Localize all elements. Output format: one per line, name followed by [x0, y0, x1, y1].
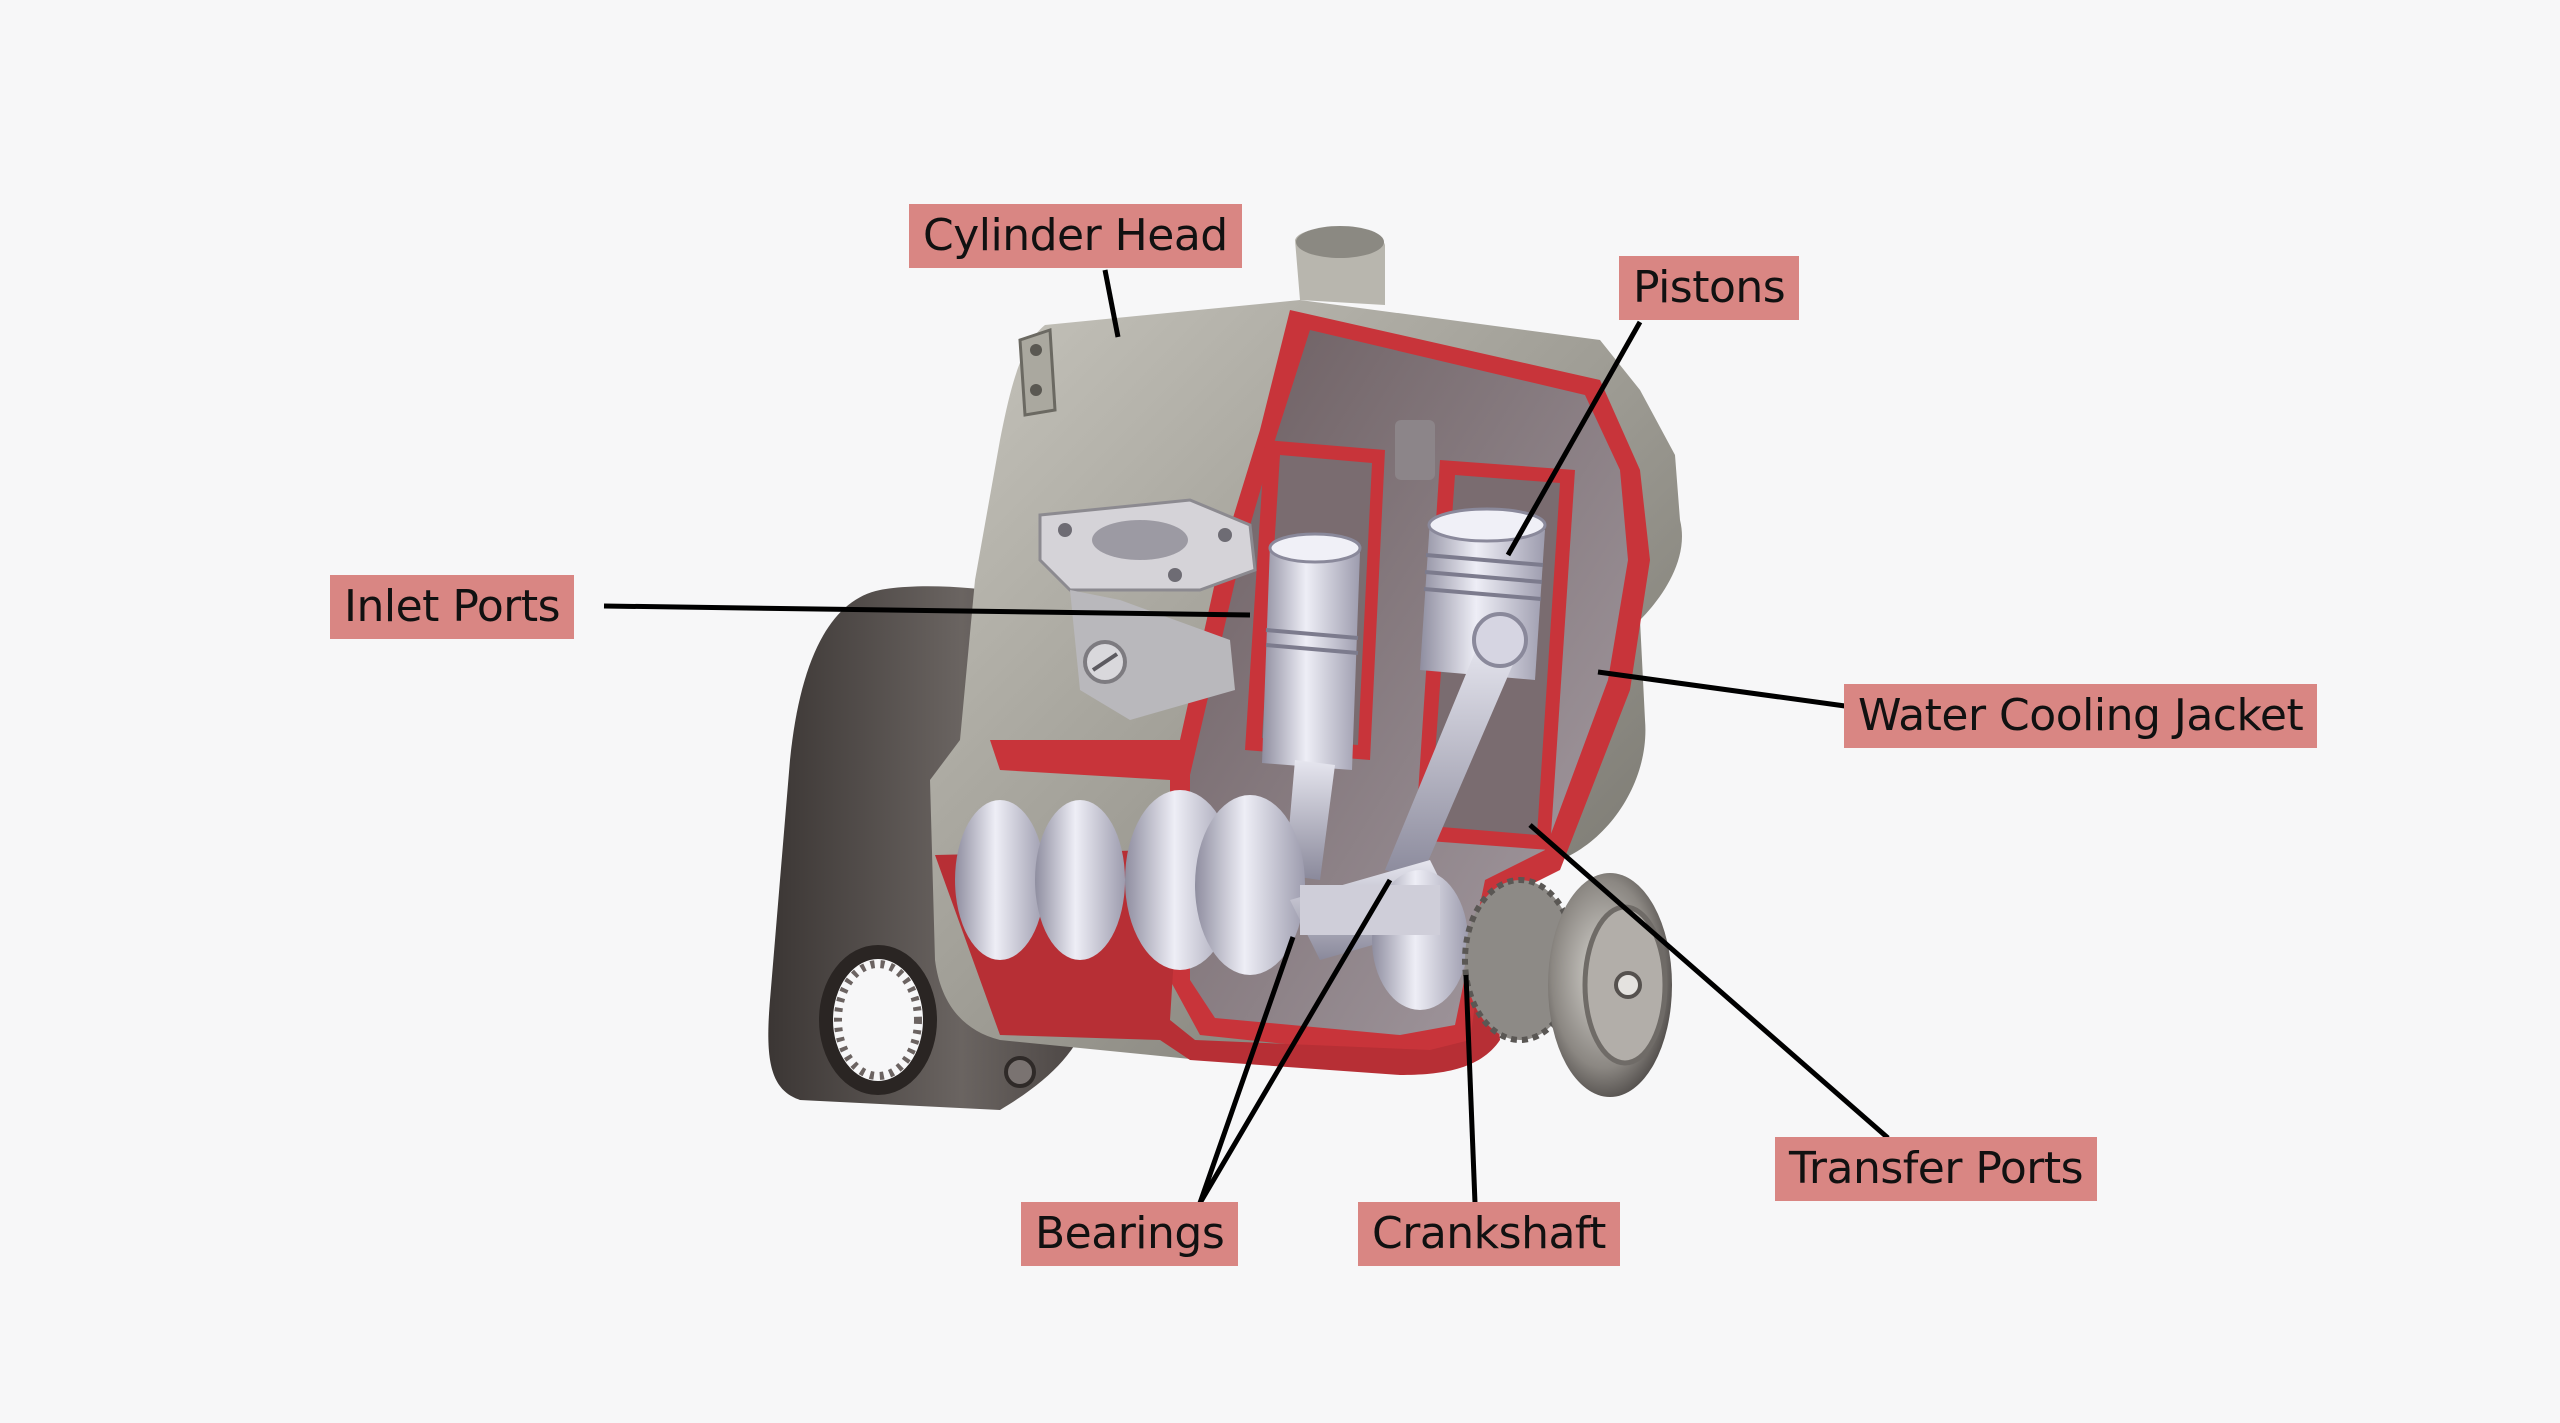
- leader-bearings-a: [1197, 936, 1296, 1204]
- label-water-cooling-jacket: Water Cooling Jacket: [1844, 684, 2318, 748]
- pulley: [1462, 873, 1672, 1097]
- label-pistons: Pistons: [1619, 256, 1800, 320]
- leader-bearings-b: [1197, 878, 1393, 1205]
- leader-pistons: [1505, 320, 1643, 557]
- label-bearings: Bearings: [1021, 1202, 1239, 1266]
- label-inlet-ports: Inlet Ports: [330, 575, 575, 639]
- piston-left: [1262, 532, 1362, 770]
- label-transfer-ports: Transfer Ports: [1775, 1137, 2098, 1201]
- inlet-manifold: [1038, 498, 1257, 720]
- leader-cylinder-head: [1102, 269, 1121, 338]
- label-cylinder-head: Cylinder Head: [909, 204, 1242, 268]
- leader-inlet-ports: [603, 603, 1251, 618]
- leader-lines: [603, 269, 1890, 1205]
- leader-crankshaft: [1463, 974, 1478, 1204]
- leader-water-cooling-jacket: [1597, 669, 1846, 709]
- leader-transfer-ports: [1528, 823, 1890, 1140]
- label-crankshaft: Crankshaft: [1358, 1202, 1620, 1266]
